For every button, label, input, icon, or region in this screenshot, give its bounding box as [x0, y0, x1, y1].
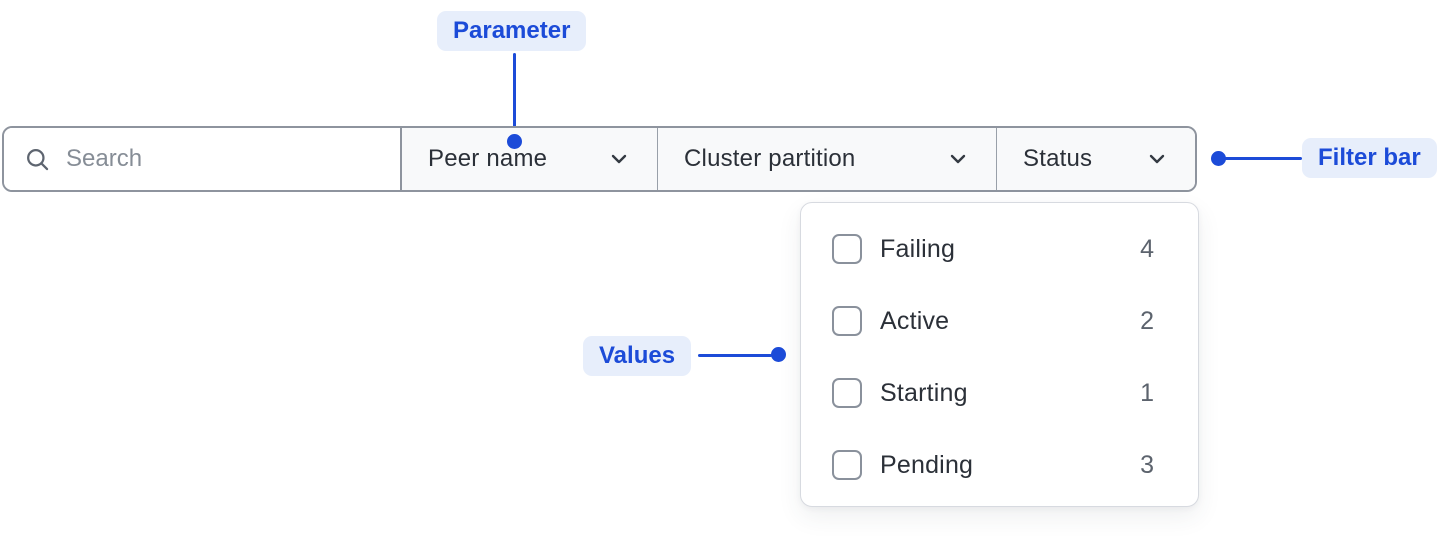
- status-dropdown-label: Status: [1023, 145, 1093, 172]
- cluster-partition-dropdown[interactable]: Cluster partition: [658, 128, 997, 190]
- values-connector-line: [698, 354, 772, 357]
- peer-name-dropdown[interactable]: Peer name: [402, 128, 658, 190]
- filter-option-label: Pending: [880, 450, 974, 479]
- filter-option-count: 1: [1140, 378, 1154, 407]
- filter-option-label: Failing: [880, 234, 956, 263]
- cluster-partition-dropdown-label: Cluster partition: [684, 145, 856, 172]
- search-box[interactable]: [4, 128, 402, 190]
- filter-option-count: 2: [1140, 306, 1154, 335]
- filter-option-active[interactable]: Active 2: [801, 285, 1198, 357]
- filter-option-label: Active: [880, 306, 950, 335]
- status-values-panel: Failing 4 Active 2 Starting 1 Pending 3: [800, 202, 1199, 507]
- values-annotation-badge: Values: [583, 336, 692, 376]
- active-checkbox[interactable]: [832, 306, 862, 336]
- starting-checkbox[interactable]: [832, 378, 862, 408]
- pending-checkbox[interactable]: [832, 450, 862, 480]
- values-connector-dot: [771, 347, 786, 362]
- chevron-down-icon: [946, 147, 970, 171]
- filter-option-count: 4: [1140, 234, 1154, 263]
- filter-bar-connector-dot: [1211, 151, 1226, 166]
- filter-bar-connector-line: [1222, 157, 1302, 160]
- filter-option-pending[interactable]: Pending 3: [801, 429, 1198, 501]
- peer-name-dropdown-label: Peer name: [428, 145, 548, 172]
- filter-option-failing[interactable]: Failing 4: [801, 213, 1198, 285]
- filter-option-starting[interactable]: Starting 1: [801, 357, 1198, 429]
- search-icon: [24, 146, 51, 173]
- parameter-connector-dot: [507, 134, 522, 149]
- status-dropdown[interactable]: Status: [997, 128, 1195, 190]
- chevron-down-icon: [1145, 147, 1169, 171]
- chevron-down-icon: [607, 147, 631, 171]
- parameter-annotation-badge: Parameter: [437, 11, 587, 51]
- filter-bar: Peer name Cluster partition Status: [2, 126, 1197, 192]
- parameter-connector-line: [513, 53, 516, 136]
- filter-option-label: Starting: [880, 378, 968, 407]
- failing-checkbox[interactable]: [832, 234, 862, 264]
- filter-option-count: 3: [1140, 450, 1154, 479]
- search-input[interactable]: [66, 145, 382, 173]
- filter-bar-annotation-badge: Filter bar: [1302, 138, 1437, 178]
